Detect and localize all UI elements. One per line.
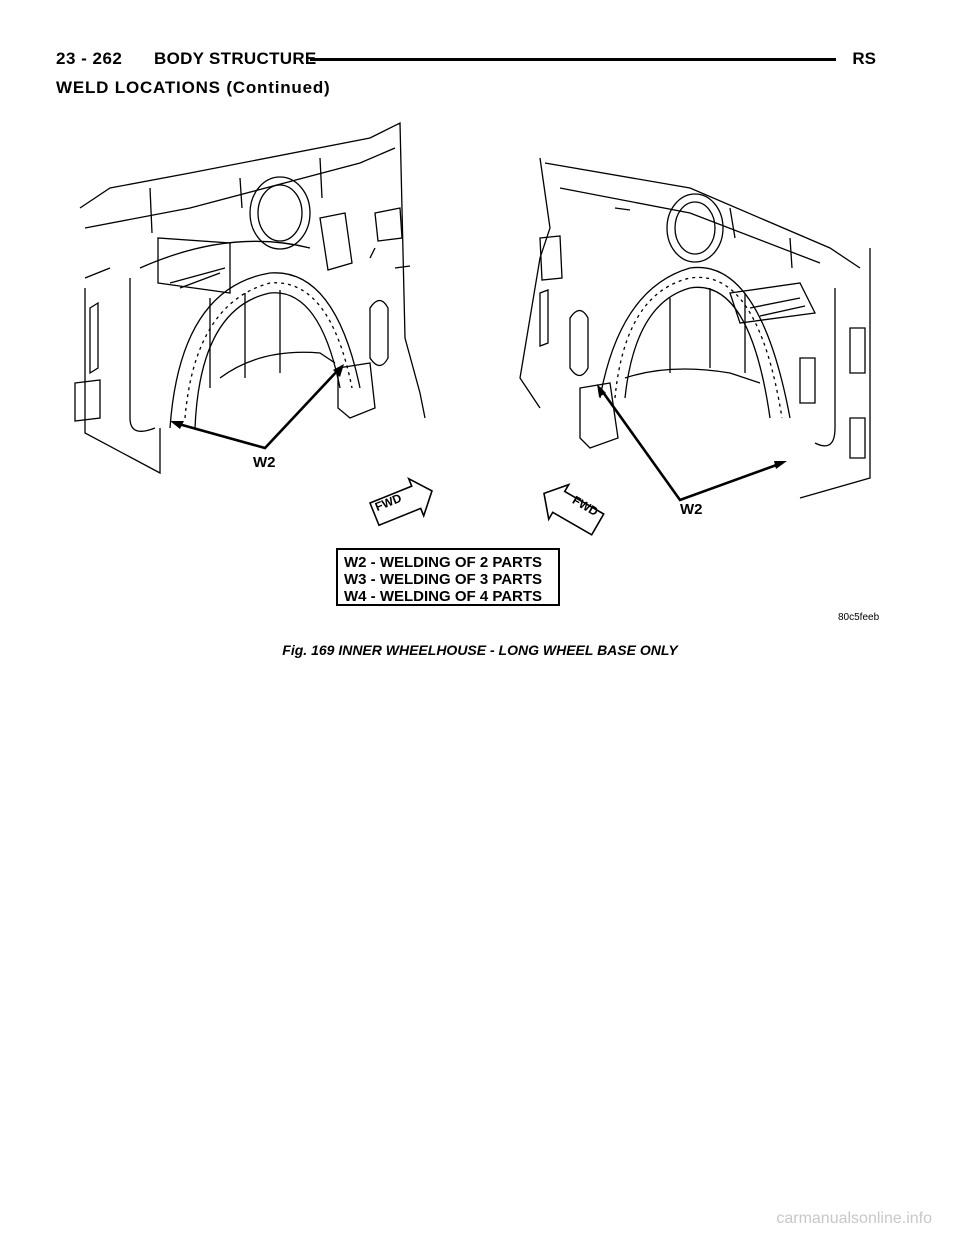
callout-leaders <box>174 367 783 502</box>
watermark: carmanualsonline.info <box>776 1210 932 1227</box>
inner-wheelhouse-figure: W2 W2 FWD FWD W2 - WELDING OF 2 PARTS W3… <box>70 118 890 628</box>
leader-arrowheads <box>170 364 787 469</box>
right-wheelhouse-view <box>519 157 871 499</box>
subheading: WELD LOCATIONS (Continued) <box>56 78 331 97</box>
header-rule <box>310 58 836 61</box>
model-code: RS <box>852 49 876 68</box>
left-weld-callout: W2 <box>253 454 276 471</box>
right-weld-callout: W2 <box>680 501 703 518</box>
left-wheelhouse-view <box>74 121 426 475</box>
figure-id: 80c5feeb <box>838 612 880 623</box>
wheelhouse-illustration <box>74 121 871 536</box>
section-title: BODY STRUCTURE <box>154 49 317 68</box>
page-number: 23 - 262 <box>56 49 123 68</box>
figure-caption: Fig. 169 INNER WHEELHOUSE - LONG WHEEL B… <box>282 642 678 658</box>
fwd-arrow-left <box>368 477 433 527</box>
fwd-arrow-right <box>543 483 605 536</box>
weld-legend: W2 - WELDING OF 2 PARTS W3 - WELDING OF … <box>336 548 560 606</box>
legend-entry: W2 - WELDING OF 2 PARTS <box>344 554 543 571</box>
legend-entry: W3 - WELDING OF 3 PARTS <box>344 571 543 588</box>
legend-entry: W4 - WELDING OF 4 PARTS <box>344 588 543 605</box>
page-header: 23 - 262 BODY STRUCTURE RS <box>56 49 876 71</box>
